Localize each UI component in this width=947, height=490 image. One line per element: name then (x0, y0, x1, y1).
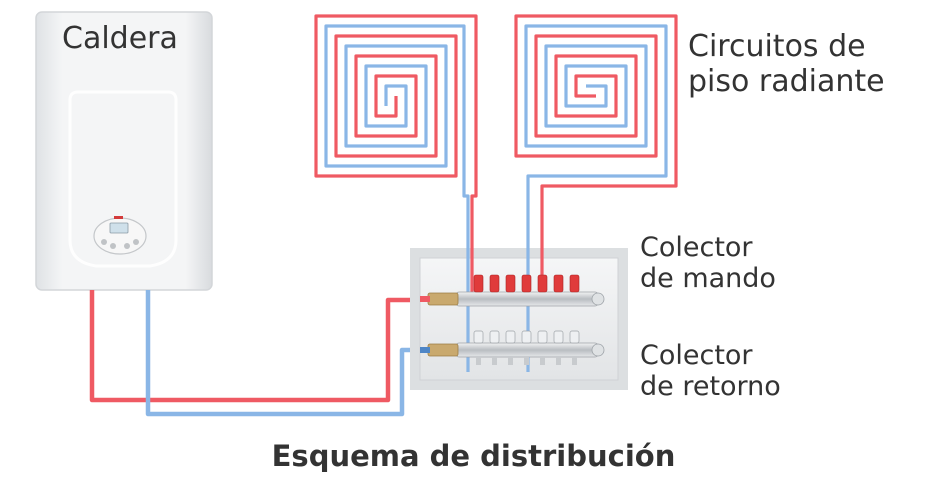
boiler-label: Caldera (62, 21, 178, 56)
floor-circuit-2 (514, 14, 678, 372)
supply-valves (473, 274, 580, 293)
floor-circuits-label-line2: piso radiante (688, 63, 885, 99)
supply-manifold-label: Colector de mando (640, 232, 776, 294)
floor-circuit-1 (314, 14, 478, 372)
boiler (35, 11, 213, 291)
return-manifold-label: Colector de retorno (640, 340, 781, 402)
return-manifold-label-line2: de retorno (640, 371, 781, 403)
boiler-control-panel (93, 216, 147, 255)
return-valves (473, 330, 580, 344)
supply-manifold-label-line2: de mando (640, 263, 776, 295)
diagram-caption: Esquema de distribución (271, 439, 676, 473)
return-manifold-label-line1: Colector (640, 340, 753, 371)
floor-circuits-label: Circuitos de piso radiante (688, 29, 885, 99)
return-manifold (420, 330, 605, 365)
floor-circuits-label-line1: Circuitos de (688, 29, 866, 64)
supply-manifold (420, 274, 605, 307)
supply-manifold-label-line1: Colector (640, 232, 753, 263)
supply-pipe-boiler (89, 290, 420, 403)
manifold-box (410, 248, 628, 390)
return-pipe-boiler (145, 290, 420, 417)
